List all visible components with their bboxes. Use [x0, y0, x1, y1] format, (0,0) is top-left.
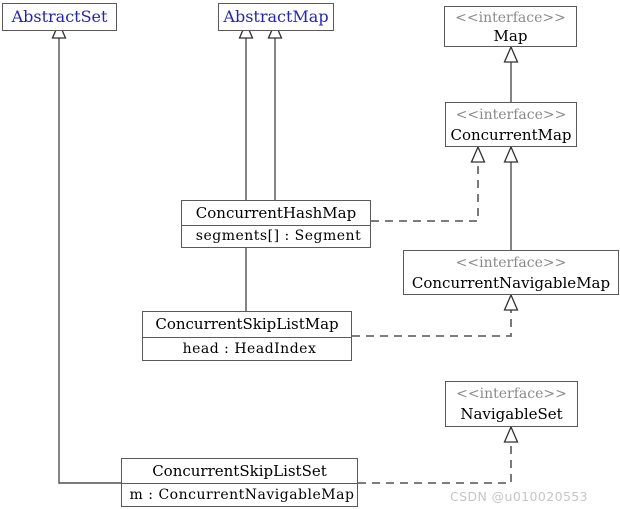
class-header: <<interface>> NavigableSet — [446, 382, 577, 426]
class-node-concurrent-skip-list-set[interactable]: ConcurrentSkipListSet m : ConcurrentNavi… — [121, 458, 358, 507]
class-header: AbstractMap — [219, 4, 333, 30]
class-name: ConcurrentMap — [450, 126, 572, 144]
class-name: ConcurrentSkipListMap — [155, 315, 339, 333]
class-header: <<interface>> Map — [445, 7, 576, 46]
class-node-concurrent-hash-map[interactable]: ConcurrentHashMap segments[] : Segment — [181, 200, 371, 248]
stereotype-label: <<interface>> — [455, 107, 567, 123]
class-header: AbstractSet — [3, 4, 116, 30]
stereotype-label: <<interface>> — [456, 386, 567, 402]
generalization-concurrentnavigablemap-to-concurrentmap — [503, 145, 519, 250]
class-name: AbstractMap — [223, 7, 329, 26]
class-attribute: m : ConcurrentNavigableMap — [122, 483, 357, 506]
class-node-map[interactable]: <<interface>> Map — [444, 6, 577, 47]
class-header: ConcurrentHashMap — [182, 201, 370, 225]
class-attribute: segments[] : Segment — [182, 225, 370, 247]
stereotype-label: <<interface>> — [455, 255, 567, 271]
class-header: ConcurrentSkipListMap — [143, 312, 351, 337]
class-node-concurrent-navigable-map[interactable]: <<interface>> ConcurrentNavigableMap — [403, 250, 619, 295]
realization-skiplistset-to-navigableset — [358, 425, 519, 484]
class-node-abstract-set[interactable]: AbstractSet — [2, 3, 117, 31]
class-node-concurrent-skip-list-map[interactable]: ConcurrentSkipListMap head : HeadIndex — [142, 311, 352, 361]
class-node-abstract-map[interactable]: AbstractMap — [218, 3, 334, 31]
class-name: Map — [493, 27, 528, 45]
class-name: AbstractSet — [11, 7, 108, 26]
watermark-label: CSDN @u010020553 — [450, 489, 589, 504]
realization-concurrenthashmap-to-concurrentmap — [371, 145, 486, 222]
generalization-skiplistmap-to-abstractmap — [238, 21, 254, 311]
class-name: NavigableSet — [460, 405, 563, 423]
class-header: ConcurrentSkipListSet — [122, 459, 357, 483]
class-name: ConcurrentNavigableMap — [411, 274, 611, 292]
class-name: ConcurrentHashMap — [195, 204, 357, 222]
generalization-concurrenthashmap-to-abstractmap — [267, 21, 283, 200]
generalization-concurrentmap-to-map — [503, 45, 519, 102]
generalization-skiplistset-to-abstractset — [51, 21, 121, 484]
class-header: <<interface>> ConcurrentMap — [446, 103, 576, 146]
realization-skiplistmap-to-concurrentnavigablemap — [352, 293, 519, 337]
class-node-concurrent-map[interactable]: <<interface>> ConcurrentMap — [445, 102, 577, 147]
class-name: ConcurrentSkipListSet — [152, 462, 327, 480]
class-node-navigable-set[interactable]: <<interface>> NavigableSet — [445, 381, 578, 427]
stereotype-label: <<interface>> — [455, 10, 566, 26]
class-attribute: head : HeadIndex — [143, 337, 351, 360]
class-header: <<interface>> ConcurrentNavigableMap — [404, 251, 618, 294]
